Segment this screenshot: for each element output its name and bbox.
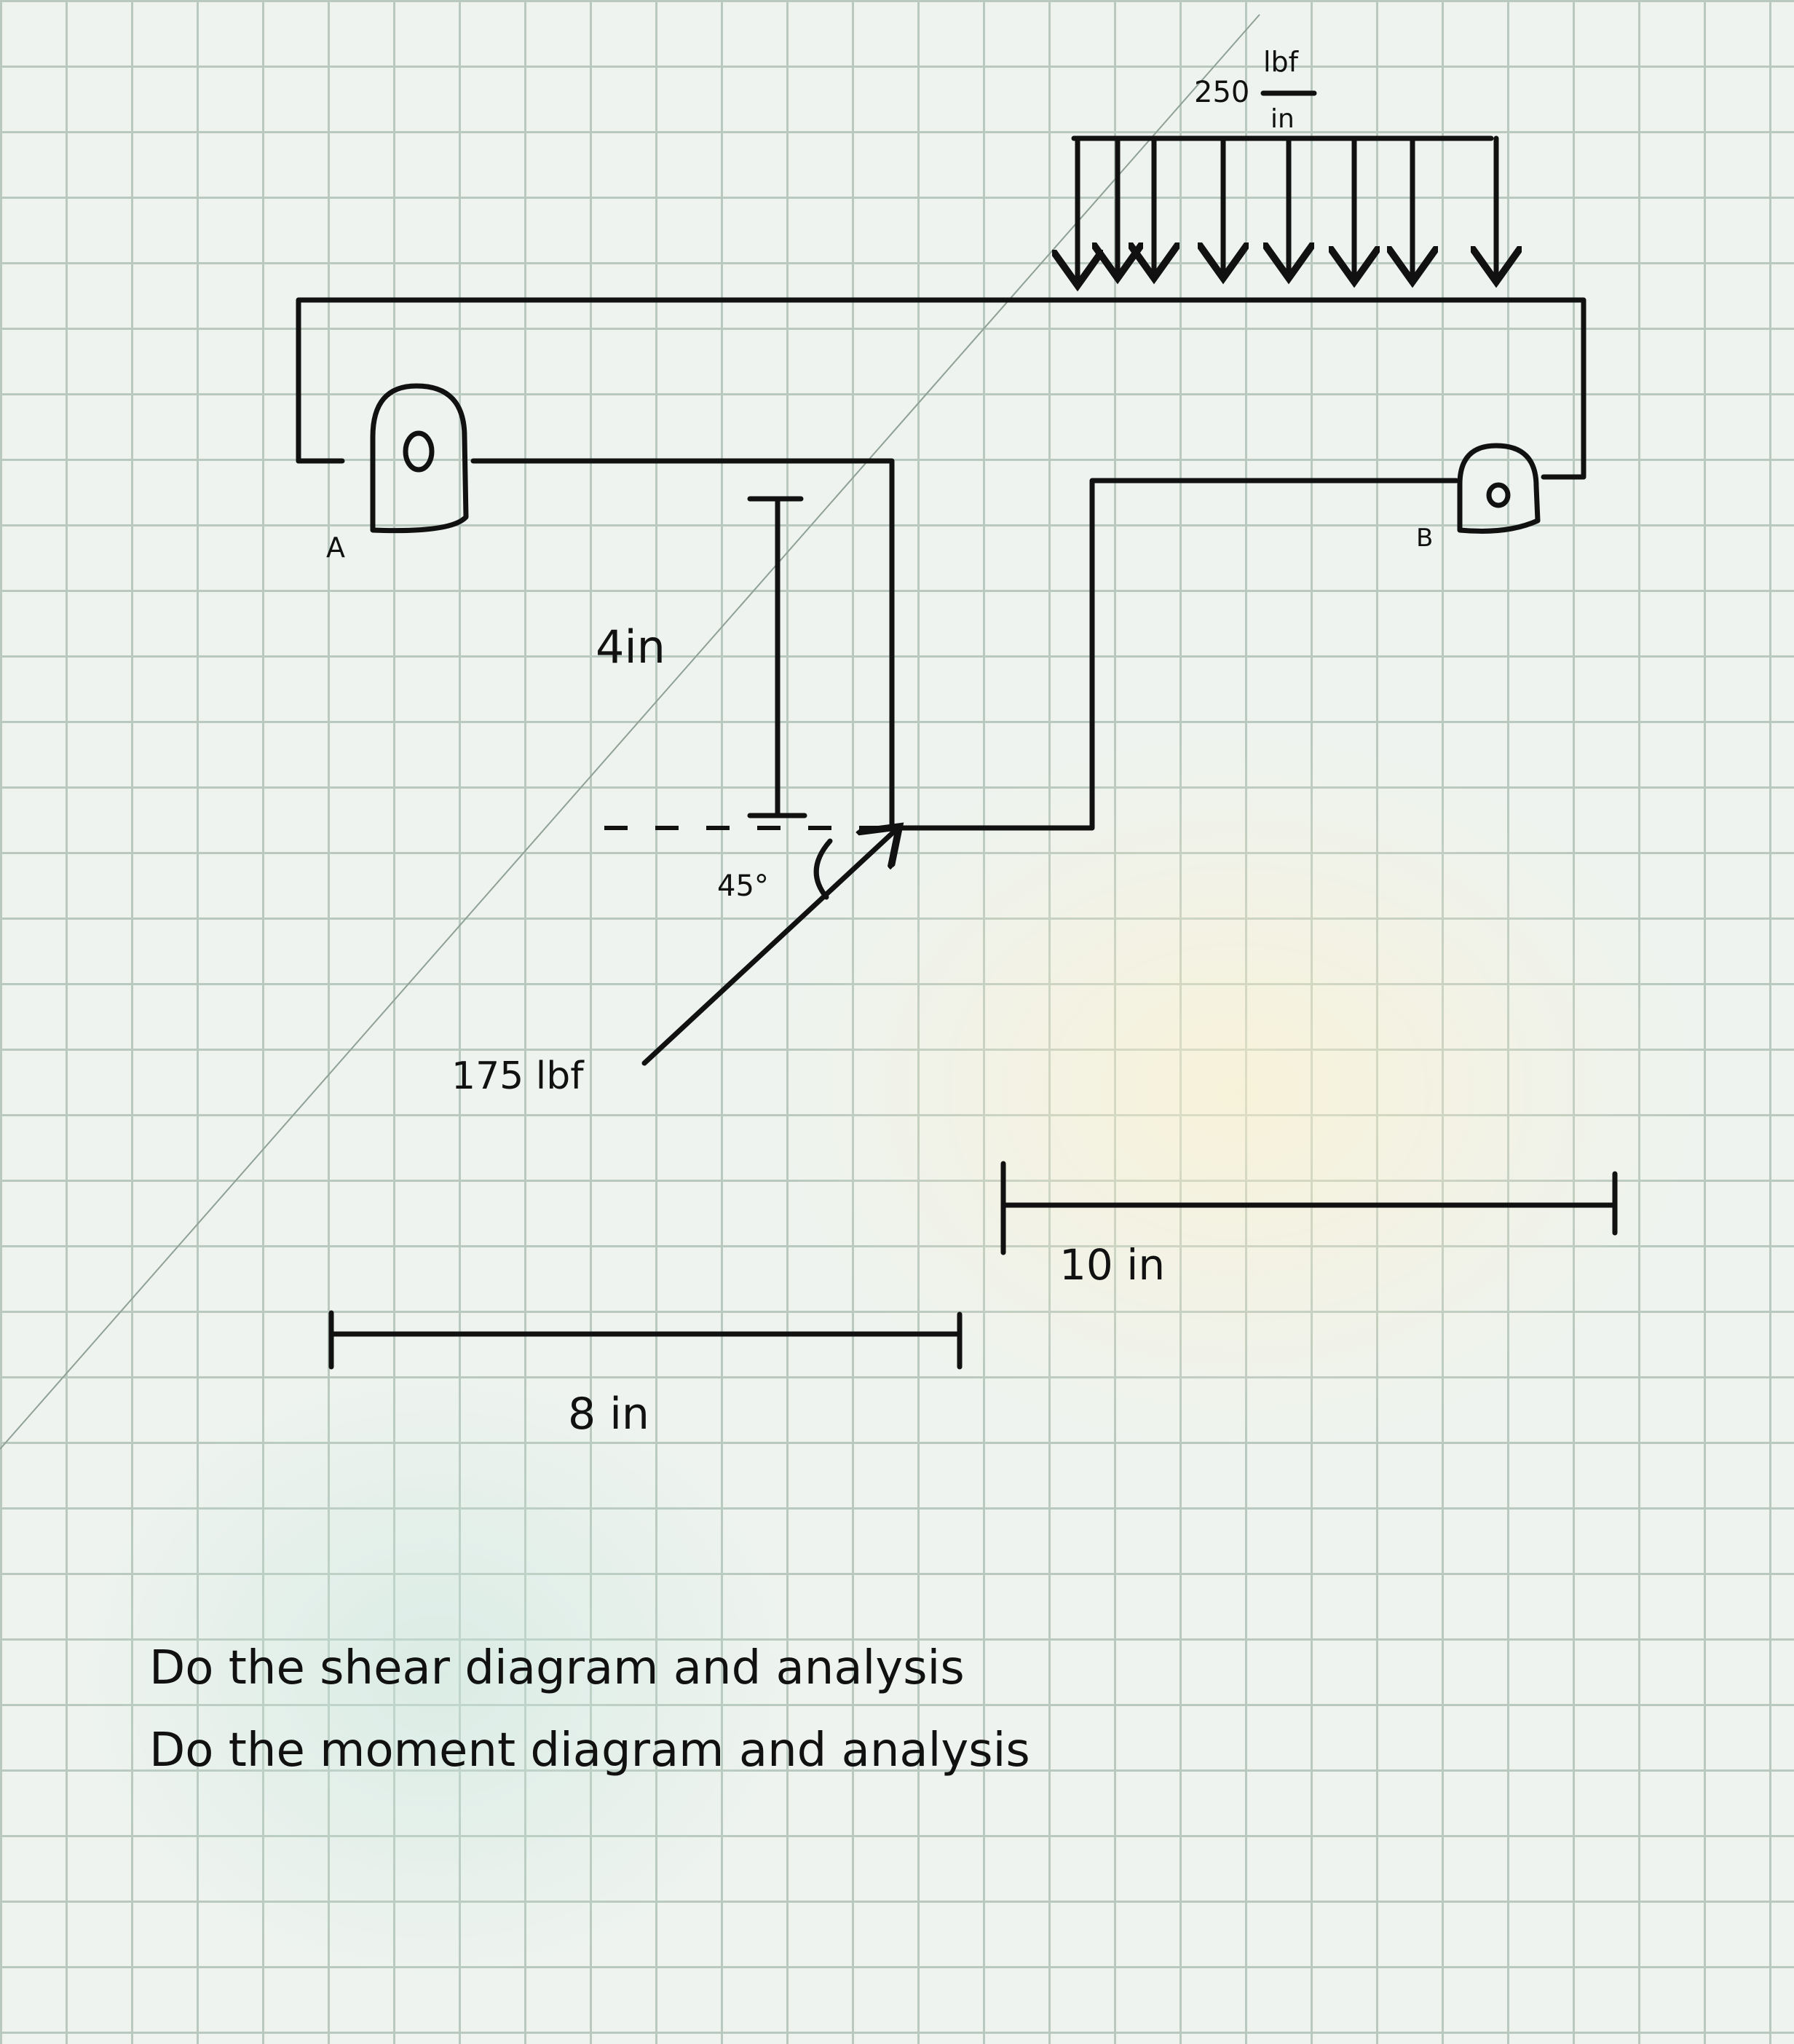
dimension-10in	[1000, 1161, 1618, 1255]
angle-arc	[813, 838, 833, 900]
instruction-shear: Do the shear diagram and analysis	[149, 1641, 965, 1695]
dimension-10in-label: 10 in	[1059, 1240, 1165, 1290]
dimension-4in	[747, 496, 807, 818]
support-a-label: A	[326, 532, 345, 564]
support-b-label: B	[1416, 524, 1433, 553]
force-label: 175 lbf	[451, 1054, 585, 1098]
dimension-4in-label: 4in	[596, 620, 665, 674]
support-b-body	[1457, 443, 1541, 534]
beam-outline	[296, 297, 1586, 480]
load-value-label: 250	[1194, 76, 1249, 109]
load-unit-denominator: in	[1271, 104, 1295, 134]
angle-label: 45°	[717, 869, 769, 903]
support-a-pin	[403, 430, 435, 473]
support-b-pin	[1486, 482, 1511, 508]
load-unit-numerator: lbf	[1263, 46, 1300, 78]
beam-lower-profile	[470, 458, 1459, 831]
dimension-8in	[328, 1310, 963, 1370]
support-a	[370, 383, 469, 534]
dimension-8in-label: 8 in	[568, 1389, 649, 1440]
support-a-body	[370, 383, 469, 534]
distributed-load	[1074, 135, 1496, 280]
support-b	[1457, 443, 1541, 534]
force-arrow	[641, 830, 896, 1066]
crease-line	[0, 14, 1260, 1450]
instruction-moment: Do the moment diagram and analysis	[149, 1724, 1030, 1777]
